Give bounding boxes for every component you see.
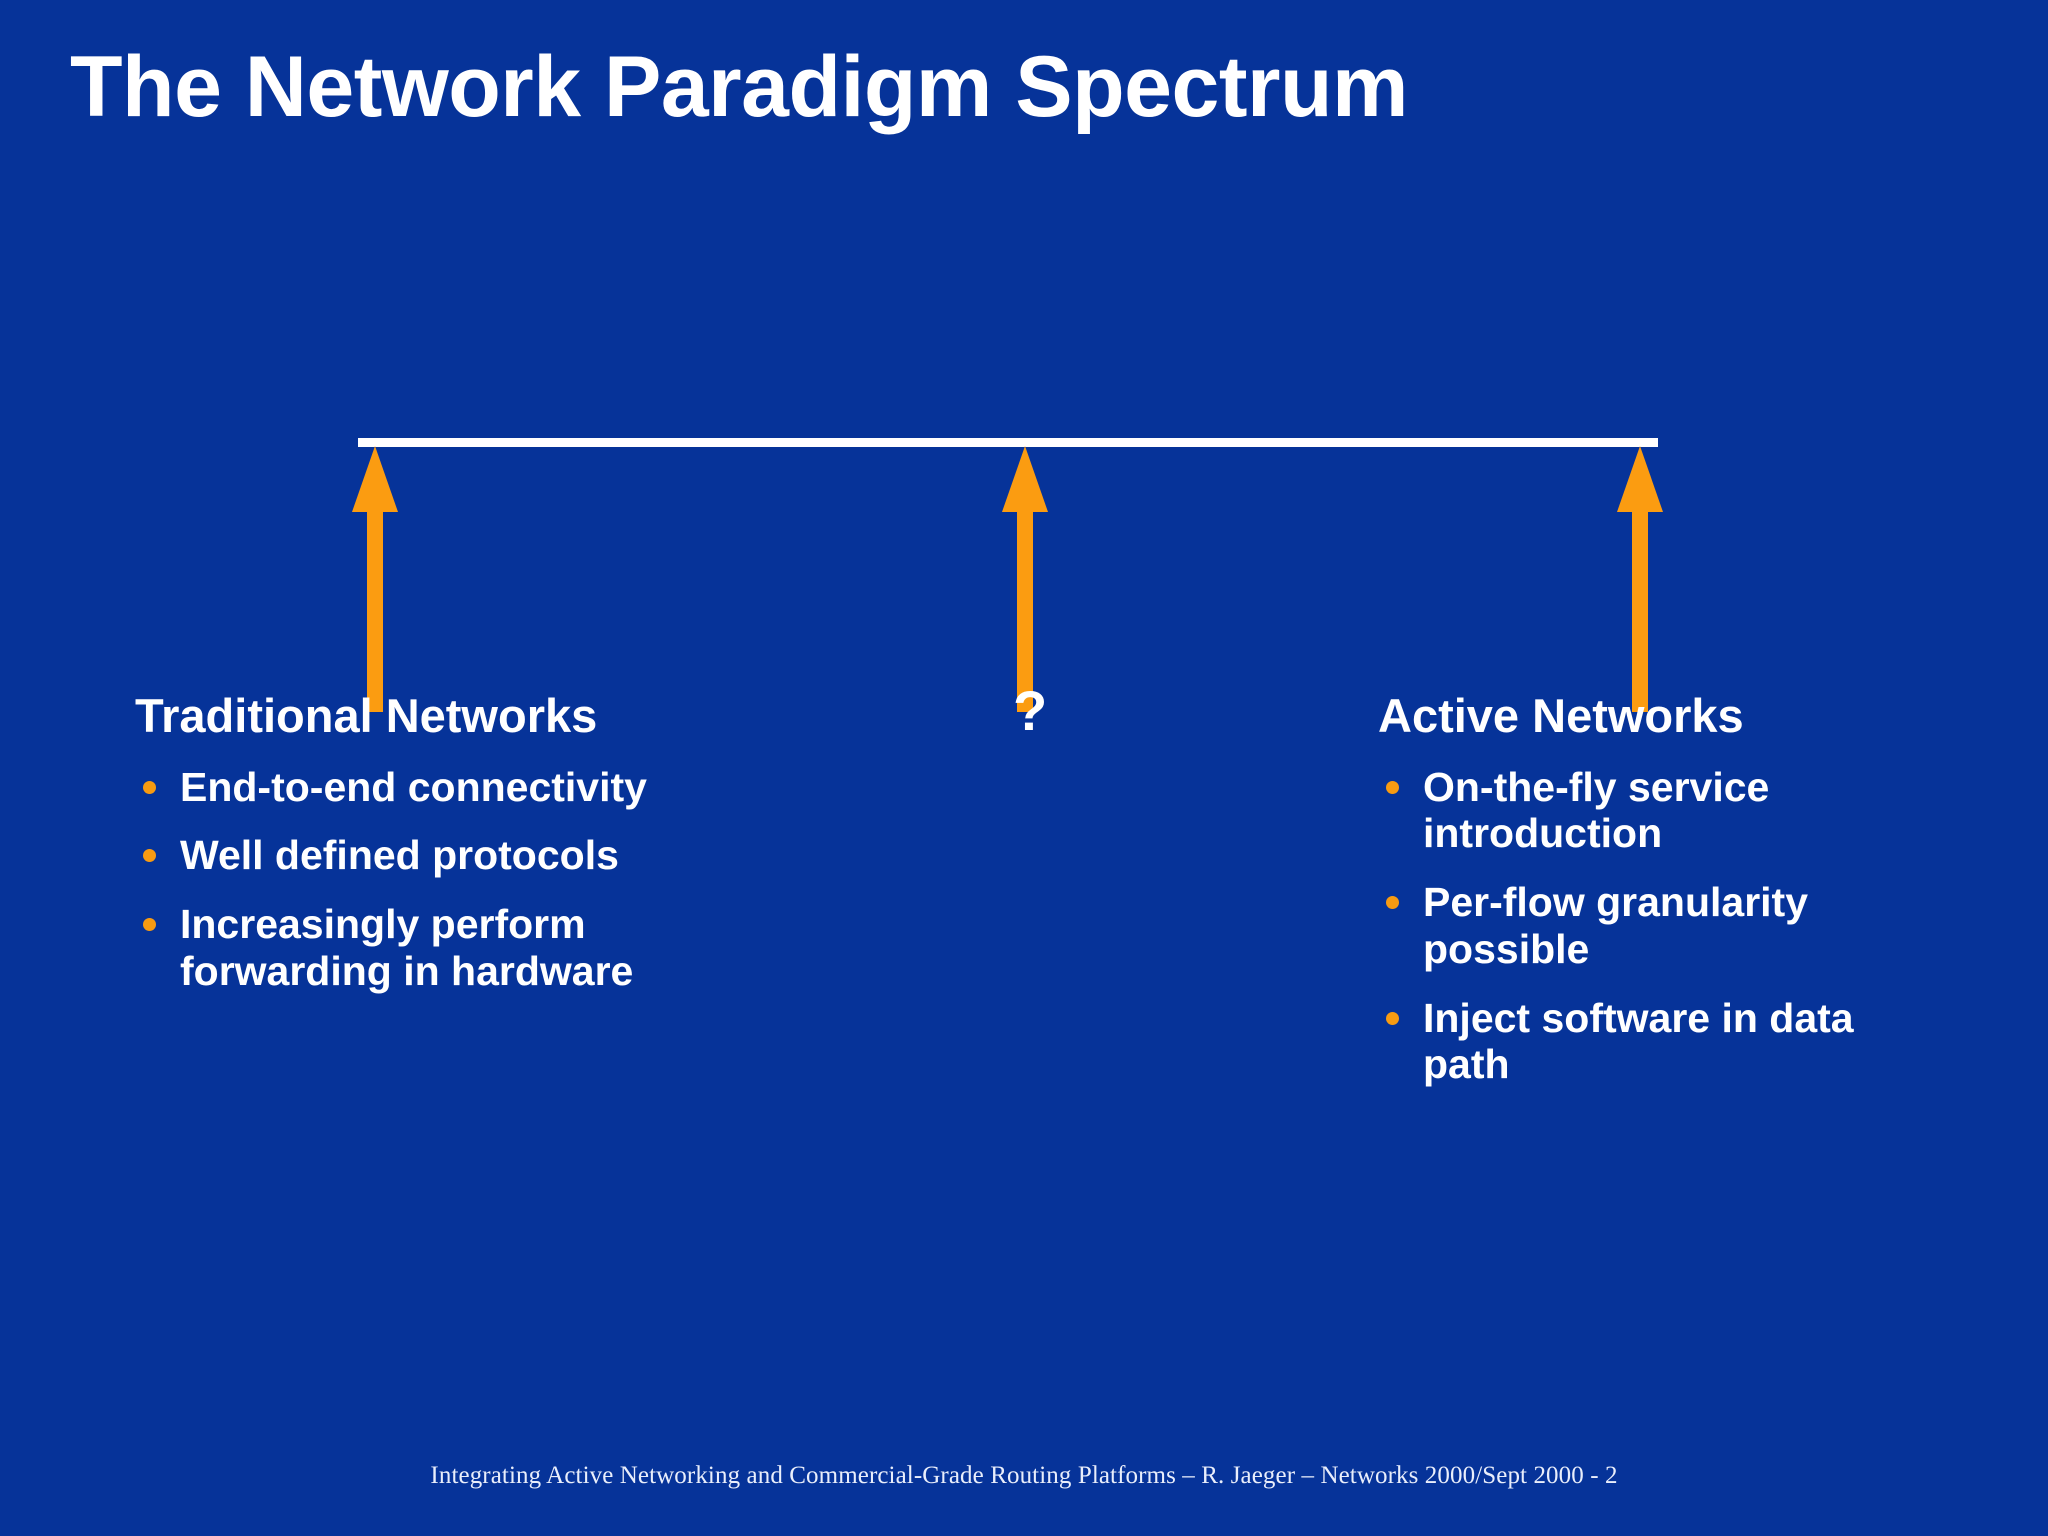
list-item: Well defined protocols: [135, 832, 775, 879]
bullet-dot-icon: [1386, 1011, 1399, 1025]
bullet-dot-icon: [1386, 896, 1399, 910]
slide-footer: Integrating Active Networking and Commer…: [430, 1462, 1618, 1489]
list-item-label: Well defined protocols: [180, 832, 619, 879]
column-traditional-networks: Traditional Networks End-to-end connecti…: [135, 690, 775, 1017]
arrow-head-icon: [1617, 446, 1663, 512]
arrow-head-icon: [352, 446, 398, 512]
column-heading-traditional: Traditional Networks: [135, 689, 598, 742]
list-item-label: Per-flow granularity possible: [1423, 879, 1809, 972]
list-item-label: Inject software in data path: [1423, 994, 1854, 1088]
page-title: The Network Paradigm Spectrum: [70, 39, 1408, 135]
question-mark-label: ?: [1013, 679, 1048, 742]
list-item: Per-flow granularity possible: [1378, 879, 1938, 972]
bullet-list-active: On-the-fly service introduction Per-flow…: [1378, 764, 1938, 1088]
list-item: Inject software in data path: [1378, 995, 1938, 1088]
spectrum-axis-line: [358, 438, 1658, 447]
bullet-dot-icon: [143, 849, 156, 863]
bullet-dot-icon: [1386, 780, 1399, 794]
list-item-label: On-the-fly service introduction: [1423, 763, 1770, 857]
list-item-label: End-to-end connectivity: [180, 763, 647, 810]
bullet-list-traditional: End-to-end connectivity Well defined pro…: [135, 764, 775, 995]
list-item: End-to-end connectivity: [135, 764, 775, 811]
list-item: Increasingly perform forwarding in hardw…: [135, 901, 775, 994]
bullet-dot-icon: [143, 780, 156, 794]
arrow-stem: [1632, 510, 1648, 712]
arrow-stem: [367, 510, 383, 712]
list-item-label: Increasingly perform forwarding in hardw…: [180, 901, 634, 994]
column-heading-active: Active Networks: [1378, 689, 1744, 742]
column-active-networks: Active Networks On-the-fly service intro…: [1378, 690, 1938, 1110]
list-item: On-the-fly service introduction: [1378, 764, 1938, 857]
bullet-dot-icon: [143, 918, 156, 932]
arrow-head-icon: [1002, 446, 1048, 512]
